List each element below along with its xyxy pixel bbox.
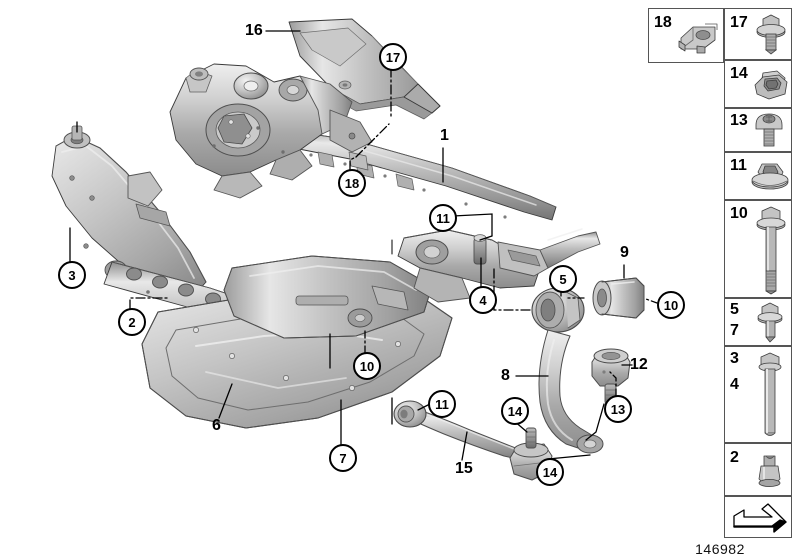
rivet-nut-icon (758, 455, 781, 487)
callout-5: 5 (549, 265, 577, 293)
extra-long-bolt-icon (758, 352, 782, 436)
legend-cell-11[interactable]: 11 (724, 152, 792, 200)
callout-11-lower: 11 (428, 390, 456, 418)
callout-11-upper: 11 (429, 204, 457, 232)
legend-cell-18[interactable]: 18 (648, 8, 724, 63)
callout-4: 4 (469, 286, 497, 314)
legend-cell-5-7[interactable]: 5 7 (724, 298, 792, 346)
subframe-top-plate (223, 255, 433, 339)
legend-cell-direction-arrow (724, 496, 792, 538)
callout-17: 17 (379, 43, 407, 71)
part-9-bushing (592, 277, 645, 319)
legend-label-17: 17 (730, 14, 748, 31)
legend-cell-2[interactable]: 2 (724, 443, 792, 496)
legend-label-5: 5 (730, 301, 739, 318)
part-16-heat-shield (288, 18, 441, 120)
hex-nut-icon (754, 70, 788, 100)
callout-9: 9 (620, 244, 629, 261)
spring-clip-nut-icon (678, 23, 718, 54)
flange-nut-icon (751, 163, 789, 190)
callout-16: 16 (245, 22, 263, 39)
torx-pan-screw-icon (755, 113, 783, 147)
callout-2: 2 (118, 308, 146, 336)
steering-knuckle-assembly (169, 63, 373, 199)
callout-7: 7 (329, 444, 357, 472)
long-bolt-icon (756, 206, 786, 295)
legend-label-3: 3 (730, 350, 739, 367)
legend-cell-10[interactable]: 10 (724, 200, 792, 298)
legend-cell-17[interactable]: 17 (724, 8, 792, 60)
legend-label-14: 14 (730, 65, 748, 82)
legend-cell-3-4[interactable]: 3 4 (724, 346, 792, 443)
direction-arrow-icon (733, 503, 787, 533)
part-8-control-arm (538, 329, 604, 454)
legend-label-7: 7 (730, 322, 739, 339)
callout-18: 18 (338, 169, 366, 197)
legend-label-11: 11 (730, 157, 747, 174)
callout-15: 15 (455, 460, 473, 477)
callout-10-left: 10 (353, 352, 381, 380)
callout-3: 3 (58, 261, 86, 289)
callout-1: 1 (440, 127, 449, 144)
legend-cell-13[interactable]: 13 (724, 108, 792, 152)
legend-label-13: 13 (730, 112, 748, 129)
callout-14-lower: 14 (536, 458, 564, 486)
flange-bolt-short-icon (756, 14, 786, 55)
hardware-legend-panel: 18 17 (648, 8, 792, 540)
callout-10-right: 10 (657, 291, 685, 319)
legend-label-4: 4 (730, 376, 739, 393)
legend-label-10: 10 (730, 205, 748, 222)
part-5-bushing (531, 287, 585, 333)
callout-13: 13 (604, 395, 632, 423)
callout-12: 12 (630, 356, 648, 373)
callout-6: 6 (212, 417, 221, 434)
legend-label-18: 18 (654, 14, 672, 31)
medium-bolt-icon (757, 302, 783, 343)
callout-14-upper: 14 (501, 397, 529, 425)
diagram-part-number: 146982 (695, 541, 745, 557)
part-4-right-subframe-arm (397, 228, 601, 303)
legend-cell-14[interactable]: 14 (724, 60, 792, 108)
legend-label-2: 2 (730, 449, 739, 466)
callout-8: 8 (501, 367, 510, 384)
